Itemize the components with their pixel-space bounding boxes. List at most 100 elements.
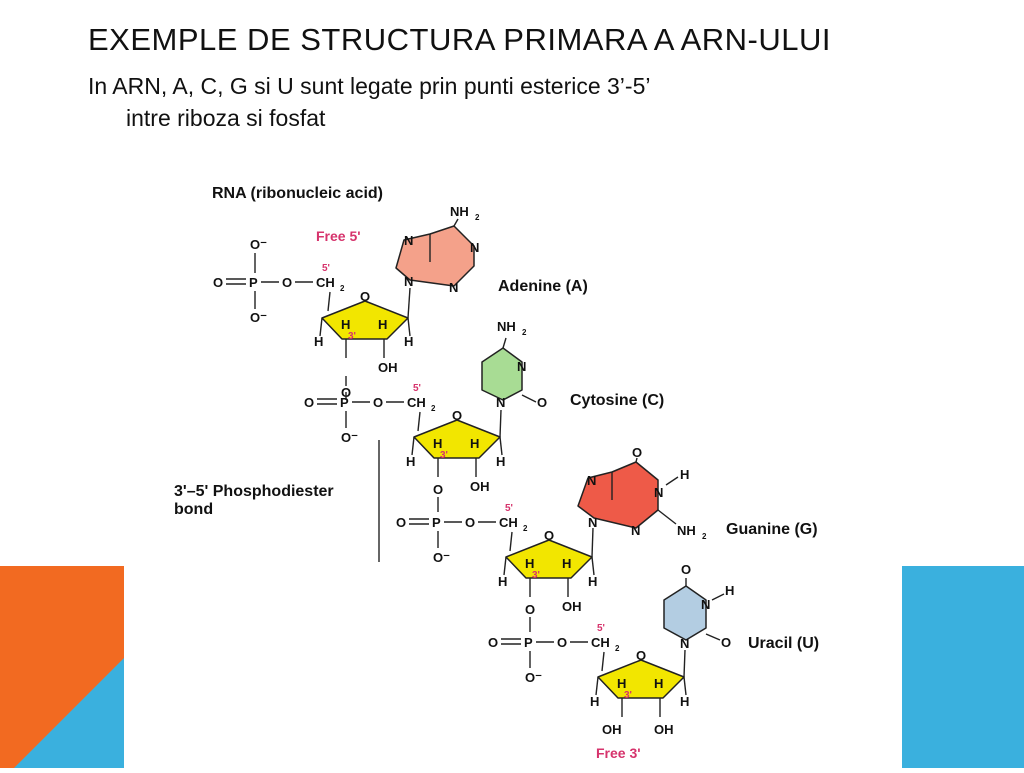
atom-ch2: CH (591, 635, 610, 650)
atom-h: H (590, 694, 599, 709)
atom-ch2: CH (316, 275, 335, 290)
atom-oh: OH (378, 360, 398, 375)
atom-o-minus: O⁻ (250, 237, 267, 252)
atom-h: H (654, 676, 663, 691)
atom-h: H (406, 454, 415, 469)
nucleotide-adenine: O⁻ O P O O⁻ CH 2 5' O H H 3' H H OH N N … (213, 204, 588, 375)
atom-h: H (470, 436, 479, 451)
base-uracil-ring (663, 585, 707, 641)
atom-n: N (654, 485, 663, 500)
carbon-3-label: 3' (532, 570, 540, 581)
atom-o: O (537, 395, 547, 410)
atom-h: H (341, 317, 350, 332)
ribose-ring (321, 300, 409, 340)
carbon-5-label: 5' (322, 263, 330, 274)
atom-o-minus: O⁻ (525, 670, 542, 685)
free-5-label: Free 5' (316, 228, 361, 244)
atom-sub2: 2 (340, 284, 345, 293)
atom-nh2: NH (677, 523, 696, 538)
base-label-guanine: Guanine (G) (726, 521, 818, 538)
atom-h: H (588, 574, 597, 589)
body-line-1: In ARN, A, C, G si U sunt legate prin pu… (88, 73, 651, 99)
atom-nh2: NH (450, 204, 469, 219)
atom-sub2: 2 (522, 328, 527, 337)
base-label-cytosine: Cytosine (C) (570, 392, 664, 409)
atom-o: O (557, 635, 567, 650)
atom-h: H (725, 583, 734, 598)
carbon-3-label: 3' (348, 331, 356, 342)
atom-n: N (517, 359, 526, 374)
atom-o: O (525, 602, 535, 617)
diagram-panel: RNA (ribonucleic acid) Free 5' Free 3' 3… (124, 166, 902, 768)
atom-n: N (631, 523, 640, 538)
base-cytosine-ring (481, 347, 523, 401)
atom-o: O (544, 528, 554, 543)
atom-sub2: 2 (431, 404, 436, 413)
nucleotide-uracil: O O P O O⁻ CH 2 5' O H H 3' H H OH OH N … (488, 562, 819, 737)
atom-o: O (396, 515, 406, 530)
atom-sub2: 2 (523, 524, 528, 533)
body-line-2: intre riboza si fosfat (126, 105, 326, 131)
base-label-adenine: Adenine (A) (498, 278, 588, 295)
blue-corner-block-right (902, 566, 1024, 768)
carbon-5-label: 5' (597, 623, 605, 634)
atom-o: O (373, 395, 383, 410)
atom-h: H (378, 317, 387, 332)
atom-h: H (433, 436, 442, 451)
atom-n: N (404, 274, 413, 289)
ribose-ring (597, 659, 685, 699)
atom-n: N (470, 240, 479, 255)
atom-sub2: 2 (475, 213, 480, 222)
carbon-3-label: 3' (440, 450, 448, 461)
atom-o-minus: O⁻ (433, 550, 450, 565)
nucleotide-cytosine: O O P O O⁻ CH 2 5' O H H 3' H H OH N N O… (304, 319, 664, 494)
atom-sub2: 2 (702, 532, 707, 541)
atom-oh: OH (470, 479, 490, 494)
atom-p: P (524, 635, 533, 650)
atom-ch2: CH (499, 515, 518, 530)
atom-o: O (213, 275, 223, 290)
ribose-ring (505, 539, 593, 579)
atom-n: N (404, 233, 413, 248)
rna-structure-diagram: RNA (ribonucleic acid) Free 5' Free 3' 3… (174, 185, 819, 761)
atom-h: H (680, 694, 689, 709)
ribose-ring (413, 419, 501, 459)
atom-oh: OH (654, 722, 674, 737)
atom-o: O (452, 408, 462, 423)
atom-o: O (465, 515, 475, 530)
atom-p: P (249, 275, 258, 290)
atom-h: H (404, 334, 413, 349)
atom-oh: OH (602, 722, 622, 737)
atom-p: P (432, 515, 441, 530)
atom-n: N (449, 280, 458, 295)
atom-h: H (617, 676, 626, 691)
base-label-uracil: Uracil (U) (748, 635, 819, 652)
atom-h: H (498, 574, 507, 589)
atom-n: N (587, 473, 596, 488)
atom-sub2: 2 (615, 644, 620, 653)
atom-oh: OH (562, 599, 582, 614)
atom-o: O (360, 289, 370, 304)
atom-h: H (562, 556, 571, 571)
atom-o: O (433, 482, 443, 497)
carbon-5-label: 5' (413, 383, 421, 394)
atom-n: N (680, 636, 689, 651)
atom-n: N (588, 515, 597, 530)
atom-h: H (525, 556, 534, 571)
atom-o: O (304, 395, 314, 410)
atom-o: O (282, 275, 292, 290)
atom-o: O (636, 648, 646, 663)
slide-title: EXEMPLE DE STRUCTURA PRIMARA A ARN-ULUI (88, 22, 832, 57)
carbon-3-label: 3' (624, 690, 632, 701)
atom-nh2: NH (497, 319, 516, 334)
slide-body-text: In ARN, A, C, G si U sunt legate prin pu… (88, 70, 918, 134)
atom-p: P (340, 395, 349, 410)
rna-heading: RNA (ribonucleic acid) (212, 185, 383, 202)
atom-h: H (314, 334, 323, 349)
atom-n: N (496, 395, 505, 410)
atom-o: O (632, 445, 642, 460)
bond-label-line2: bond (174, 501, 213, 518)
atom-o: O (721, 635, 731, 650)
free-3-label: Free 3' (596, 745, 641, 761)
bond-label-line1: 3'–5' Phosphodiester (174, 483, 334, 500)
